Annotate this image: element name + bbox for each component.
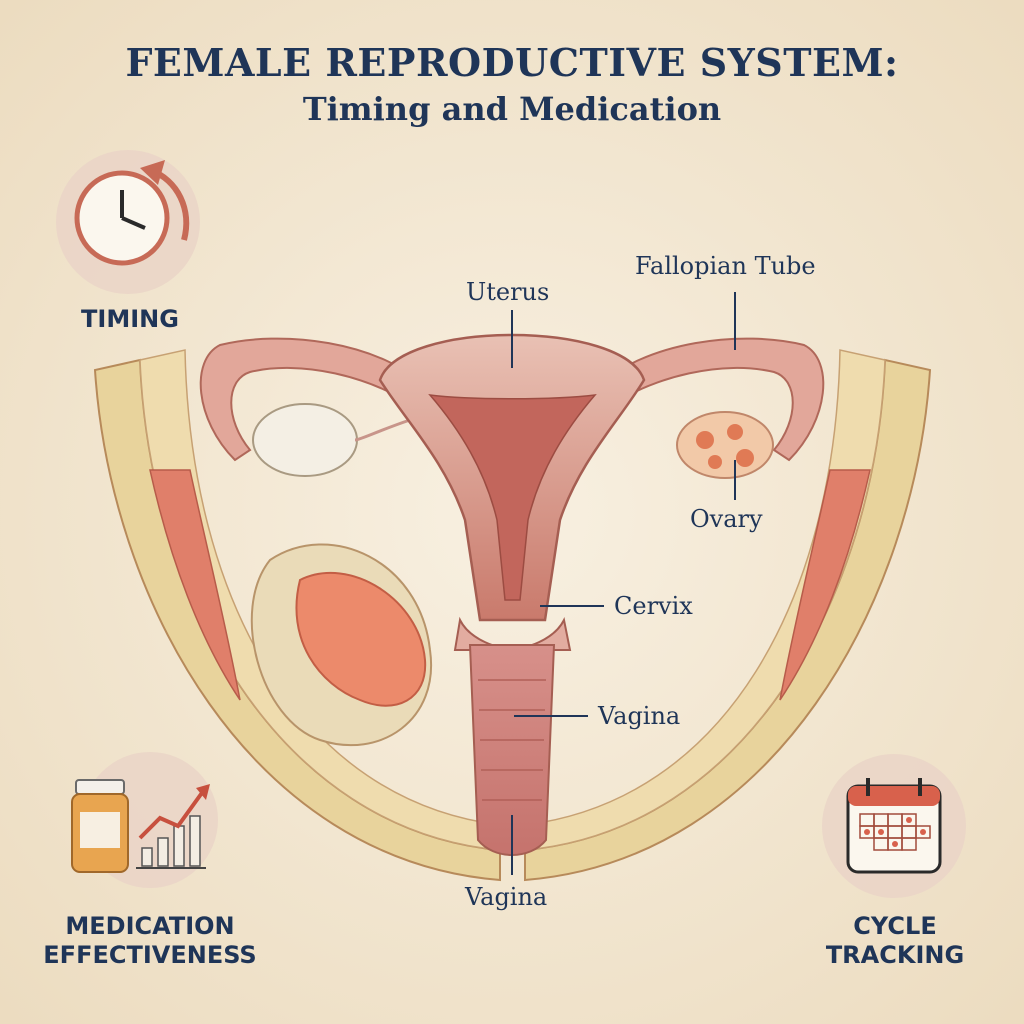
badge-cycle-label: CYCLE TRACKING bbox=[800, 912, 990, 970]
fallopian-tube-left bbox=[199, 337, 432, 462]
badge-cycle-line2: TRACKING bbox=[825, 940, 965, 969]
vagina-canal bbox=[468, 644, 556, 856]
pelvic-organ-left bbox=[250, 543, 433, 747]
ovary-right bbox=[676, 411, 774, 479]
calendar-icon bbox=[822, 754, 966, 898]
badge-timing-label: TIMING bbox=[81, 305, 179, 333]
label-vagina-bottom: Vagina bbox=[465, 883, 548, 911]
badge-medication-label: MEDICATION EFFECTIVENESS bbox=[30, 912, 270, 970]
uterus-body bbox=[378, 333, 646, 622]
page-title: FEMALE REPRODUCTIVE SYSTEM: bbox=[125, 40, 899, 85]
label-vagina-mid: Vagina bbox=[598, 702, 681, 730]
label-cervix: Cervix bbox=[614, 592, 693, 620]
badge-medication-line1: MEDICATION bbox=[65, 912, 235, 940]
pelvic-wall-left bbox=[93, 349, 501, 882]
badge-cycle-line1: CYCLE bbox=[853, 912, 937, 940]
clock-icon bbox=[56, 150, 200, 294]
leader-lines bbox=[511, 292, 736, 875]
badge-medication-line2: EFFECTIVENESS bbox=[43, 940, 257, 969]
label-fallopian-tube: Fallopian Tube bbox=[635, 252, 816, 280]
page-subtitle: Timing and Medication bbox=[302, 90, 722, 128]
label-uterus: Uterus bbox=[466, 278, 550, 306]
label-ovary: Ovary bbox=[690, 505, 763, 533]
medication-chart-icon bbox=[71, 752, 218, 888]
ovary-left bbox=[252, 403, 411, 477]
fallopian-tube-right bbox=[592, 337, 825, 462]
